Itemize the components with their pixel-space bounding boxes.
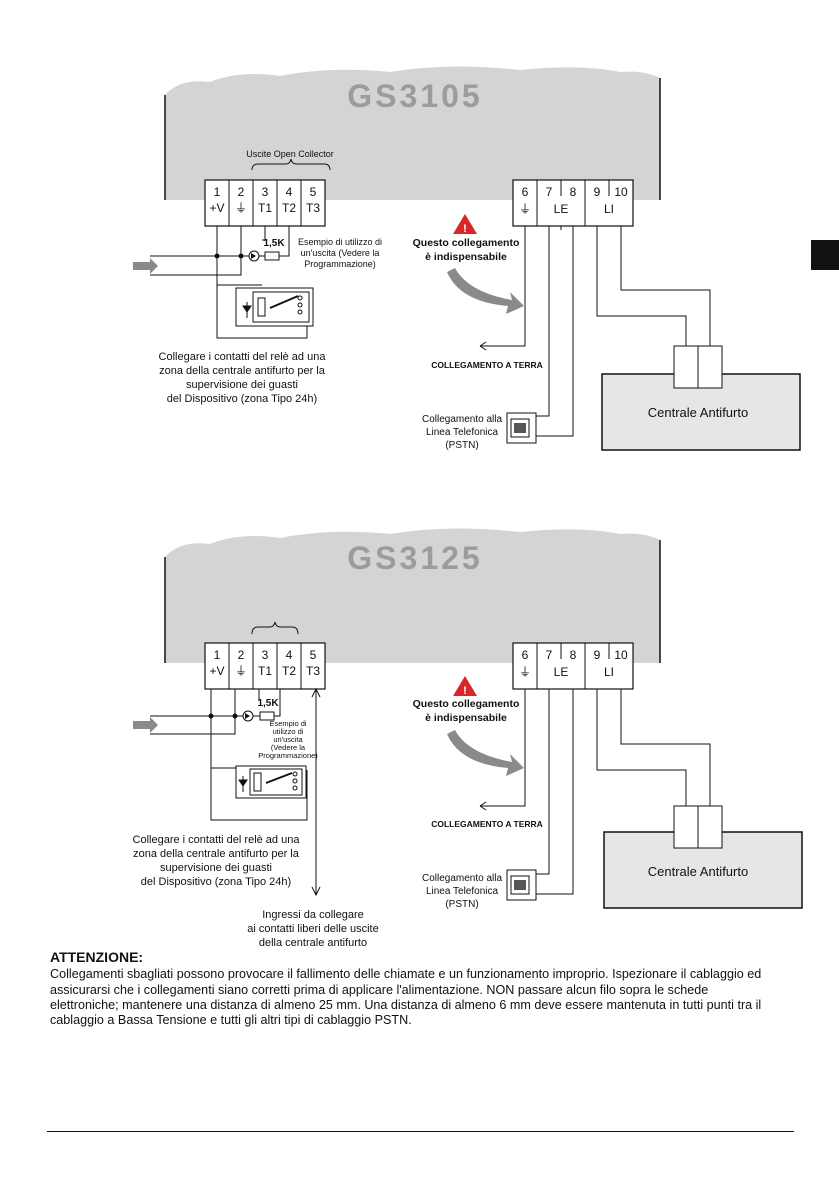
group-le-label: LE [554,202,569,216]
warning-note-line-2: è indispensabile [425,251,507,263]
terminal-3-label: T1 [258,201,272,215]
group-li-label: LI [604,665,614,679]
terminal-5-num: 5 [310,185,317,199]
phone-note-line-3: (PSTN) [445,440,478,451]
warning-triangle-icon [453,676,477,696]
example-note-line-5: Programmazione) [258,751,318,760]
resistor-label: 1,5K [263,238,285,249]
example-note-line-3: un'uscita [273,735,303,744]
terminal-4-num: 4 [286,648,293,662]
example-note-line-1: Esempio di utilizzo di [298,237,382,247]
terminal-2-label: ⏚ [235,664,247,678]
attention-title: ATTENZIONE: [50,949,144,965]
relay-note-line-4: del Dispositivo (zona Tipo 24h) [141,876,291,888]
input-arrow-icon [133,258,158,274]
warning-note-line-1: Questo collegamento [413,237,520,249]
example-note-line-1: Esempio di [269,719,306,728]
phone-note-line-1: Collegamento alla [422,873,502,884]
model-title: GS3105 [347,78,482,114]
relay-note-line-2: zona della centrale antifurto per la [159,365,326,377]
phone-note-line-3: (PSTN) [445,899,478,910]
svg-text:!: ! [463,223,467,235]
relay-note-line-4: del Dispositivo (zona Tipo 24h) [167,393,317,405]
terminal-4-label: T2 [282,664,296,678]
terminal-7-num: 7 [546,648,553,662]
terminal-3-num: 3 [262,648,269,662]
panel-label: Centrale Antifurto [648,864,748,879]
inputs-note-line-2: ai contatti liberi delle uscite [247,923,378,935]
device-board [165,66,660,200]
group-le-label: LE [554,665,569,679]
terminal-5-label: T3 [306,664,320,678]
terminal-1-label: +V [209,664,224,678]
curved-arrow-icon [447,268,524,314]
diagram-gs3105: GS3105 Uscite Open Collector 1 +V 2 ⏚ 3 … [133,66,801,451]
warning-triangle-icon [453,214,477,234]
inputs-note-line-3: della centrale antifurto [259,937,367,949]
terminal-block-right [512,179,634,227]
terminal-3-label: T1 [258,664,272,678]
terminal-4-num: 4 [286,185,293,199]
terminal-block-left [204,179,326,227]
terminal-1-label: +V [209,201,224,215]
terminal-5-num: 5 [310,648,317,662]
resistor-label: 1,5K [257,698,279,709]
ground-label: COLLEGAMENTO A TERRA [431,360,543,370]
terminal-9-num: 9 [594,648,601,662]
attention-text: Collegamenti sbagliati possono provocare… [50,967,762,1028]
terminal-9-num: 9 [594,185,601,199]
terminal-2-label: ⏚ [235,201,247,215]
relay-note-line-3: supervisione dei guasti [160,862,272,874]
warning-note-line-2: è indispensabile [425,712,507,724]
device-board [165,528,660,663]
terminal-8-num: 8 [570,185,577,199]
example-note-line-3: Programmazione) [304,259,376,269]
terminal-10-num: 10 [614,185,628,199]
relay-note-line-2: zona della centrale antifurto per la [133,848,300,860]
curved-arrow-icon [447,730,524,776]
outputs-bracket-label: Uscite Open Collector [246,149,334,159]
terminal-1-num: 1 [214,648,221,662]
inputs-note-line-1: Ingressi da collegare [262,909,364,921]
example-note-line-2: utilizzo di [273,727,304,736]
terminal-6-label: ⏚ [519,665,531,679]
panel-label: Centrale Antifurto [648,405,748,420]
input-arrow-icon [133,717,158,733]
terminal-7-num: 7 [546,185,553,199]
terminal-8-num: 8 [570,648,577,662]
terminal-4-label: T2 [282,201,296,215]
warning-note-line-1: Questo collegamento [413,698,520,710]
terminal-1-num: 1 [214,185,221,199]
attention-section: ATTENZIONE: Collegamenti sbagliati posso… [50,949,780,1028]
terminal-block-left [204,642,326,690]
relay-note-line-1: Collegare i contatti del relè ad una [159,351,327,363]
terminal-5-label: T3 [306,201,320,215]
diagram-gs3125: GS3125 1 +V 2 ⏚ 3 T1 4 T2 5 T3 6 ⏚ 7 8 9… [133,528,803,949]
example-note-line-2: un'uscita (Vedere la [301,248,380,258]
terminal-3-num: 3 [262,185,269,199]
ground-label: COLLEGAMENTO A TERRA [431,819,543,829]
phone-note-line-1: Collegamento alla [422,414,502,425]
group-li-label: LI [604,202,614,216]
terminal-6-label: ⏚ [519,202,531,216]
phone-note-line-2: Linea Telefonica [426,427,499,438]
terminal-6-num: 6 [522,185,529,199]
relay-note-line-1: Collegare i contatti del relè ad una [133,834,301,846]
terminal-2-num: 2 [238,648,245,662]
footer-divider [47,1131,794,1132]
model-title: GS3125 [347,540,482,576]
example-note-line-4: (Vedere la [271,743,306,752]
terminal-6-num: 6 [522,648,529,662]
terminal-2-num: 2 [238,185,245,199]
svg-text:!: ! [463,685,467,697]
section-tab-marker [811,240,839,270]
relay-note-line-3: supervisione dei guasti [186,379,298,391]
terminal-10-num: 10 [614,648,628,662]
phone-note-line-2: Linea Telefonica [426,886,499,897]
